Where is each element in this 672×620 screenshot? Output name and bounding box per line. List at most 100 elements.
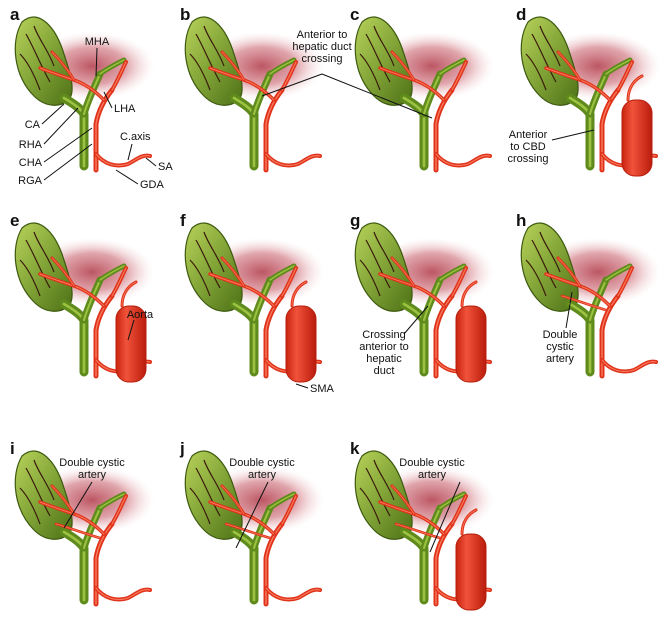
gastroduodenal-artery-highlight: [95, 587, 151, 601]
leader-h-note: [565, 291, 573, 329]
gallbladder: [520, 16, 579, 106]
label-lha: LHA: [114, 103, 136, 115]
leader-lha: [103, 91, 113, 109]
panel-letter-a: a: [10, 5, 20, 24]
gastroduodenal-artery-highlight: [265, 587, 321, 601]
gastroduodenal-artery: [264, 152, 322, 168]
hepatic-duct-highlight: [422, 278, 442, 322]
leader-c-axis: [127, 143, 133, 161]
aorta: [455, 305, 487, 383]
common-hepatic-artery-highlight: [265, 295, 283, 377]
panel-b: [184, 16, 324, 173]
label-b-note-line: Anterior to: [297, 29, 348, 41]
cystic-artery-highlight: [221, 51, 245, 81]
gallbladder-veins: [19, 459, 55, 525]
common-bile-duct: [59, 93, 89, 171]
label-k-note-line: artery: [418, 469, 447, 481]
label-g-note-line: anterior to: [359, 341, 409, 353]
celiac-branch-highlight: [461, 281, 477, 307]
leader-i-note: [63, 481, 93, 529]
left-hepatic-duct-highlight: [269, 493, 295, 509]
panel-a: [14, 16, 154, 173]
left-hepatic-artery-highlight: [281, 61, 297, 91]
leader-b-note: [261, 73, 433, 119]
gallbladder-veins: [359, 25, 395, 91]
leader-g-note: [403, 305, 429, 335]
aorta: [115, 305, 147, 383]
common-bile-duct: [399, 527, 429, 605]
panel-c: [354, 16, 494, 173]
label-h-note-line: artery: [546, 353, 575, 365]
second-cystic-artery-highlight: [55, 523, 101, 539]
gallbladder: [14, 222, 73, 312]
cystic-artery-highlight: [557, 257, 581, 287]
label-cha: CHA: [19, 157, 43, 169]
common-bile-duct: [229, 93, 259, 171]
hepatic-duct-highlight: [82, 506, 102, 550]
leader-rga: [43, 143, 93, 181]
panel-letter-k: k: [350, 439, 360, 458]
common-hepatic-artery-highlight: [601, 295, 619, 377]
cystic-artery-highlight: [51, 485, 75, 515]
label-g-note-line: Crossing: [362, 329, 405, 341]
leader-aorta: [127, 319, 135, 341]
aorta: [455, 533, 487, 611]
left-hepatic-artery-highlight: [281, 267, 297, 297]
leader-sma: [295, 383, 309, 389]
panel-h: [520, 222, 660, 379]
label-sa: SA: [158, 161, 173, 173]
common-bile-duct: [229, 299, 259, 377]
cystic-artery-highlight: [391, 257, 415, 287]
label-d-note-line: crossing: [508, 153, 549, 165]
label-i-note-line: Double cystic: [59, 457, 125, 469]
label-j-note-line: artery: [248, 469, 277, 481]
cystic-artery-highlight: [51, 51, 75, 81]
label-b-note-line: hepatic duct: [292, 41, 351, 53]
panel-e: [14, 222, 154, 383]
label-h-note-line: Double: [543, 329, 578, 341]
hepatic-duct-highlight: [82, 72, 102, 116]
gastroduodenal-artery: [434, 152, 492, 168]
panel-letter-c: c: [350, 5, 359, 24]
hepatic-duct-highlight: [588, 278, 608, 322]
gastroduodenal-artery-highlight: [95, 153, 151, 167]
label-rha: RHA: [19, 139, 43, 151]
leader-ca: [41, 103, 65, 125]
left-hepatic-duct-highlight: [439, 59, 465, 75]
celiac-branch-highlight: [461, 509, 477, 535]
left-hepatic-duct-highlight: [99, 59, 125, 75]
hepatic-duct-highlight: [252, 72, 272, 116]
common-hepatic-artery-highlight: [435, 523, 453, 605]
gallbladder: [14, 16, 73, 106]
left-hepatic-duct-highlight: [605, 265, 631, 281]
cystic-artery-highlight: [391, 485, 415, 515]
left-hepatic-duct-highlight: [439, 265, 465, 281]
common-hepatic-artery-highlight: [265, 523, 283, 605]
aorta: [285, 305, 317, 383]
gallbladder-veins: [525, 231, 561, 297]
common-hepatic-artery-highlight: [95, 89, 113, 171]
left-hepatic-duct-highlight: [99, 265, 125, 281]
label-g-note-line: hepatic: [366, 353, 402, 365]
gallbladder-veins: [359, 231, 395, 297]
label-i-note-line: artery: [78, 469, 107, 481]
label-b-note-line: crossing: [302, 53, 343, 65]
cystic-artery-highlight: [557, 51, 581, 81]
leader-gda: [115, 169, 139, 185]
panel-d: [520, 16, 660, 177]
left-hepatic-duct-highlight: [605, 59, 631, 75]
gastroduodenal-artery: [600, 358, 658, 374]
gallbladder-veins: [189, 25, 225, 91]
common-hepatic-artery-highlight: [435, 295, 453, 377]
panel-letter-i: i: [10, 439, 15, 458]
panels-layer: [14, 16, 660, 611]
label-gda: GDA: [140, 179, 165, 191]
label-k-note-line: Double cystic: [399, 457, 465, 469]
left-hepatic-duct-highlight: [269, 265, 295, 281]
